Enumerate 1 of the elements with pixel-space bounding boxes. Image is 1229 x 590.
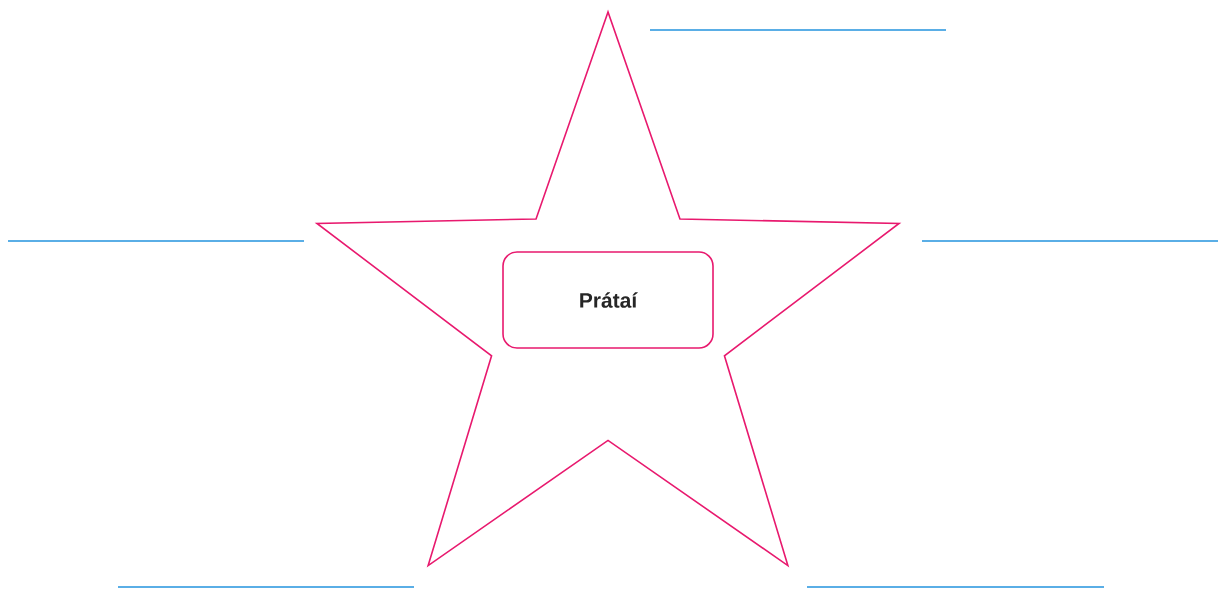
label-box: Prátaí [502, 251, 714, 349]
